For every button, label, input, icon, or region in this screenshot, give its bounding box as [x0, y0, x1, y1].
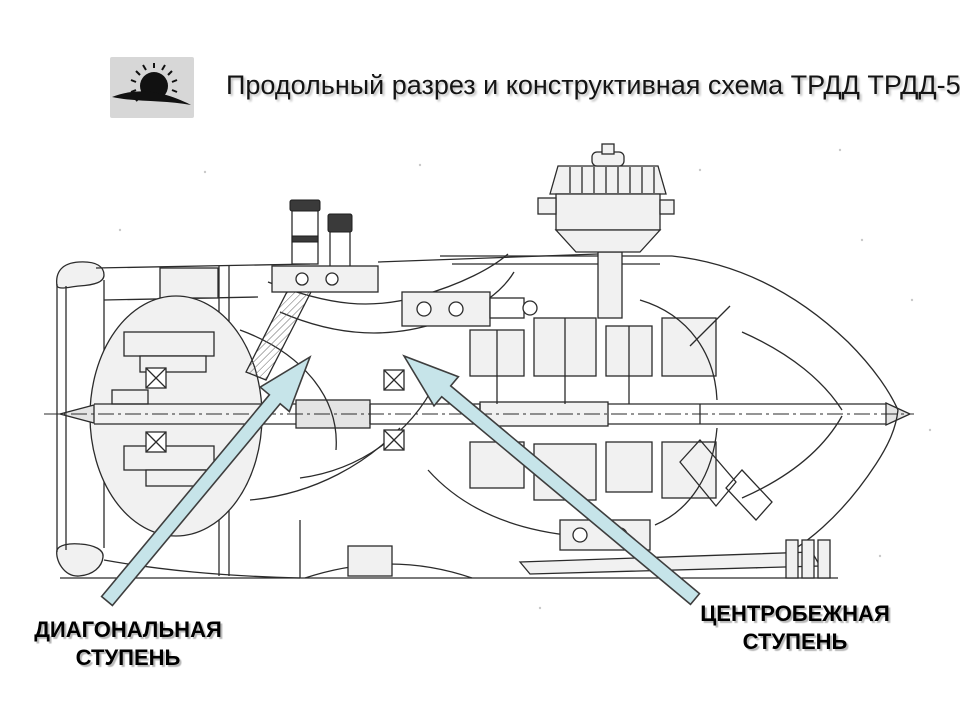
top-accessory-unit [537, 143, 675, 319]
fuel-valve-cylinders [271, 199, 599, 293]
callout-label-diagonal-stage: ДИАГОНАЛЬНАЯ СТУПЕНЬ [16, 616, 240, 672]
sun-wing-logo-icon [110, 57, 194, 118]
paper-speckles [118, 148, 932, 610]
callout-label-centrifugal-stage: ЦЕНТРОБЕЖНАЯ СТУПЕНЬ [670, 600, 920, 656]
fan-hub-section [57, 295, 263, 537]
callout-label-line: ЦЕНТРОБЕЖНАЯ [700, 601, 890, 626]
nozzle-section [671, 255, 899, 569]
callout-label-line: СТУПЕНЬ [75, 645, 181, 670]
callout-label-line: СТУПЕНЬ [742, 629, 848, 654]
logo [110, 57, 194, 118]
callout-arrow-centrifugal-stage [402, 354, 701, 606]
core-section [440, 255, 718, 526]
slide-title: Продольный разрез и конструктивная схема… [226, 70, 960, 100]
mounting-flange [401, 291, 538, 327]
wing-swoosh-icon [112, 91, 191, 105]
callout-label-line: ДИАГОНАЛЬНАЯ [34, 617, 222, 642]
bearing-symbol [145, 367, 167, 453]
callout-arrow-diagonal-stage [100, 355, 312, 607]
